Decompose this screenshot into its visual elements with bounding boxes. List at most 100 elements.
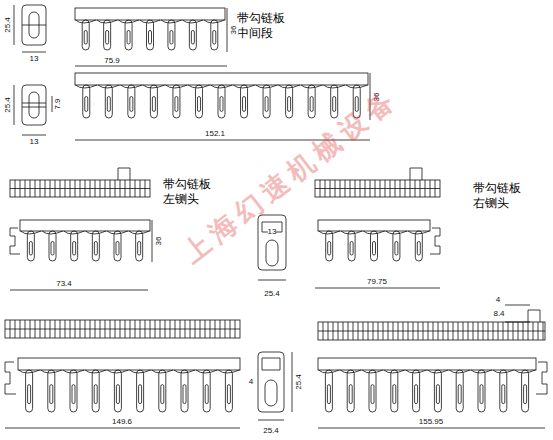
dimension-label: 73.4: [56, 280, 72, 288]
plate-stroke: [168, 20, 175, 50]
plate-stroke: [60, 320, 61, 338]
plate-stroke: [438, 322, 439, 340]
plate-stroke: [471, 370, 492, 373]
dimension-label: 13: [268, 228, 277, 236]
plate-stroke: [130, 180, 131, 197]
plate-stroke: [371, 385, 374, 404]
plate-stroke: [301, 85, 323, 88]
plate-stroke: [256, 85, 278, 88]
plate-stroke: [94, 242, 97, 256]
plate-stroke: [107, 231, 128, 234]
plate-stroke: [94, 385, 97, 404]
plate-stroke: [220, 320, 221, 338]
plate-stroke: [150, 320, 151, 338]
plate-stroke: [197, 97, 200, 112]
plate-stroke: [225, 320, 226, 338]
plate-stroke: [326, 231, 333, 261]
plate-stroke: [174, 370, 195, 373]
plate-stroke: [428, 370, 449, 373]
plate-stroke: [434, 370, 441, 412]
plate-stroke: [227, 385, 230, 404]
plate-stroke: [121, 85, 143, 88]
dimension-label: 155.95: [419, 418, 443, 426]
plate-stroke: [25, 320, 26, 338]
plate-stroke: [191, 31, 194, 45]
plate-stroke: [125, 180, 126, 197]
dimension-label: 4: [496, 296, 500, 304]
plate-stroke: [308, 85, 315, 118]
plate-stroke: [368, 322, 369, 340]
plate-stroke: [211, 85, 233, 88]
plate-stroke: [220, 97, 223, 112]
plate-stroke: [203, 370, 210, 412]
dimension-label: 25.4: [4, 97, 12, 113]
plate-stroke: [41, 370, 62, 373]
plate-stroke: [410, 168, 422, 180]
plate-stroke: [19, 370, 40, 373]
plate-stroke: [458, 322, 459, 340]
plate-stroke: [218, 85, 225, 118]
plate-stroke: [449, 370, 470, 373]
plate-stroke: [515, 370, 536, 373]
plate-stroke: [435, 180, 436, 197]
plate-stroke: [502, 385, 505, 404]
plate-stroke: [185, 320, 186, 338]
plate-stroke: [218, 370, 239, 373]
plate-stroke: [195, 85, 202, 118]
plate-stroke: [425, 180, 426, 197]
plate-stroke: [319, 231, 340, 234]
plate-stroke: [210, 320, 211, 338]
plate-stroke: [488, 322, 489, 340]
plate-stroke: [55, 180, 56, 197]
plate-stroke: [140, 320, 141, 338]
plate-stroke: [70, 180, 71, 197]
plate-stroke: [40, 320, 41, 338]
plate-stroke: [241, 85, 248, 118]
plate-stroke: [150, 85, 157, 118]
plate-stroke: [420, 180, 421, 197]
plate-stroke: [371, 231, 378, 261]
plate-stroke: [343, 322, 344, 340]
plate-stroke: [503, 322, 504, 340]
plate-stroke: [95, 180, 96, 197]
part-title: 带勾链板 中间段: [237, 11, 287, 41]
plate-stroke: [473, 322, 474, 340]
plate-stroke: [349, 385, 352, 404]
plate-stroke: [60, 180, 61, 197]
plate-stroke: [75, 8, 225, 20]
plate-stroke: [107, 97, 110, 112]
plate-stroke: [315, 180, 440, 197]
plate-stroke: [70, 370, 77, 412]
plate-stroke: [393, 231, 400, 261]
plate-stroke: [104, 20, 111, 50]
plate-stroke: [388, 322, 389, 340]
plate-stroke: [417, 242, 420, 256]
plate-stroke: [20, 220, 150, 231]
dimension-label: 8.4: [493, 310, 504, 318]
plate-stroke: [408, 322, 409, 340]
plate-stroke: [50, 385, 53, 404]
plate-stroke: [436, 385, 439, 404]
plate-stroke: [415, 385, 418, 404]
plate-stroke: [35, 320, 36, 338]
plate-stroke: [166, 85, 188, 88]
plate-stroke: [350, 242, 353, 256]
plate-stroke: [345, 180, 346, 197]
plate-stroke: [138, 242, 141, 256]
plate-stroke: [128, 85, 135, 118]
plate-stroke: [325, 370, 332, 412]
plate-stroke: [493, 370, 514, 373]
plate-stroke: [173, 85, 180, 118]
plate-stroke: [90, 320, 91, 338]
plate-stroke: [315, 188, 440, 189]
plate-stroke: [498, 322, 499, 340]
plate-stroke: [528, 310, 540, 322]
plate-stroke: [225, 370, 232, 412]
plate-stroke: [263, 85, 270, 118]
plate-stroke: [415, 180, 416, 197]
plate-stroke: [513, 322, 514, 340]
plate-stroke: [523, 322, 524, 340]
plate-stroke: [233, 85, 255, 88]
plate-stroke: [340, 370, 361, 373]
plate-stroke: [161, 385, 164, 404]
